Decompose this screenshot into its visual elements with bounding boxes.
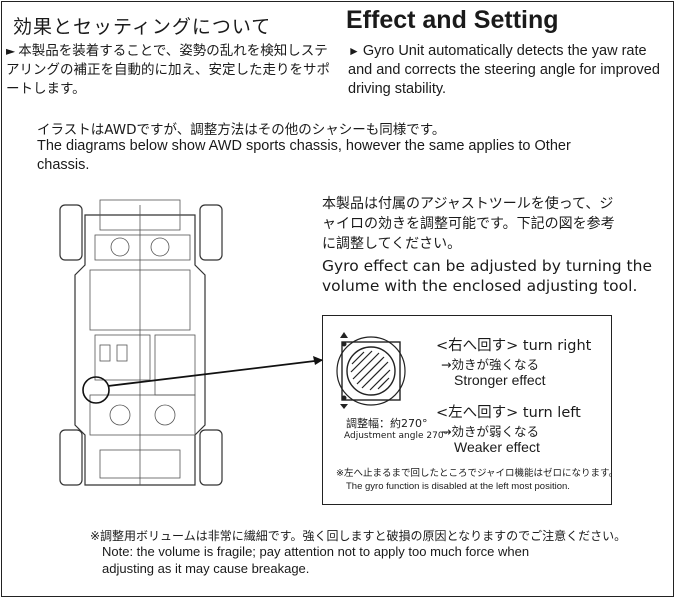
gyro-unit (94, 334, 151, 381)
chassis-diagram (59, 199, 324, 486)
bullet-arrow-icon: ► (6, 44, 16, 58)
title-en: Effect and Setting (346, 6, 559, 34)
rear-gear-box (89, 394, 196, 436)
intro-jp: ►本製品を装着することで、姿勢の乱れを検知しステアリングの補正を自動的に加え、安… (6, 42, 336, 99)
pointer-arrowhead-icon (313, 356, 323, 365)
angle-label-en: Adjustment angle 270° (344, 431, 449, 441)
rear-right-wheel (199, 429, 223, 486)
chassis-note-jp: イラストはAWDですが、調整方法はその他のシャシーも同様です。 (37, 122, 446, 138)
angle-label-jp: 調整幅：約270° (346, 417, 428, 430)
receiver-board (154, 334, 196, 396)
pointer-line (107, 359, 324, 387)
dial-highlight-circle (82, 376, 110, 404)
detail-box (322, 315, 612, 505)
rear-left-wheel (59, 429, 83, 486)
chassis-outline (74, 214, 206, 486)
turn-left-label: <左へ回す> turn left (436, 405, 581, 421)
adjust-text-jp: 本製品は付属のアジャストツールを使って、ジャイロの効きを調整可能です。下記の図を… (322, 196, 615, 252)
front-left-wheel (59, 204, 83, 261)
turn-right-label: <右へ回す> turn right (436, 338, 592, 354)
front-gear-box (94, 234, 191, 261)
disabled-note-jp: ※左へ止まるまで回したところでジャイロ機能はゼロになります。 (336, 468, 619, 479)
caution-en: Note: the volume is fragile; pay attenti… (102, 544, 530, 576)
right-effect-jp: →効きが強くなる (441, 357, 539, 372)
intro-jp-text: 本製品を装着することで、姿勢の乱れを検知しステアリングの補正を自動的に加え、安定… (6, 43, 330, 97)
intro-en: ►Gyro Unit automatically detects the yaw… (348, 42, 668, 99)
adjust-text-en: Gyro effect can be adjusted by turning t… (322, 257, 652, 295)
front-right-wheel (199, 204, 223, 261)
left-effect-jp: →効きが弱くなる (441, 424, 539, 439)
title-jp: 効果とセッティングについて (13, 16, 272, 38)
caution-jp: ※調整用ボリュームは非常に繊細です。強く回しますと破損の原因となりますのでご注意… (90, 529, 627, 543)
right-effect-en: Stronger effect (454, 372, 546, 388)
chassis-note-en: The diagrams below show AWD sports chass… (37, 138, 571, 173)
left-effect-en: Weaker effect (454, 439, 540, 455)
adjustment-dial-icon (336, 332, 406, 409)
intro-en-text: Gyro Unit automatically detects the yaw … (348, 43, 660, 97)
bullet-arrow-icon: ► (348, 44, 360, 58)
disabled-note-en: The gyro function is disabled at the lef… (346, 481, 570, 492)
